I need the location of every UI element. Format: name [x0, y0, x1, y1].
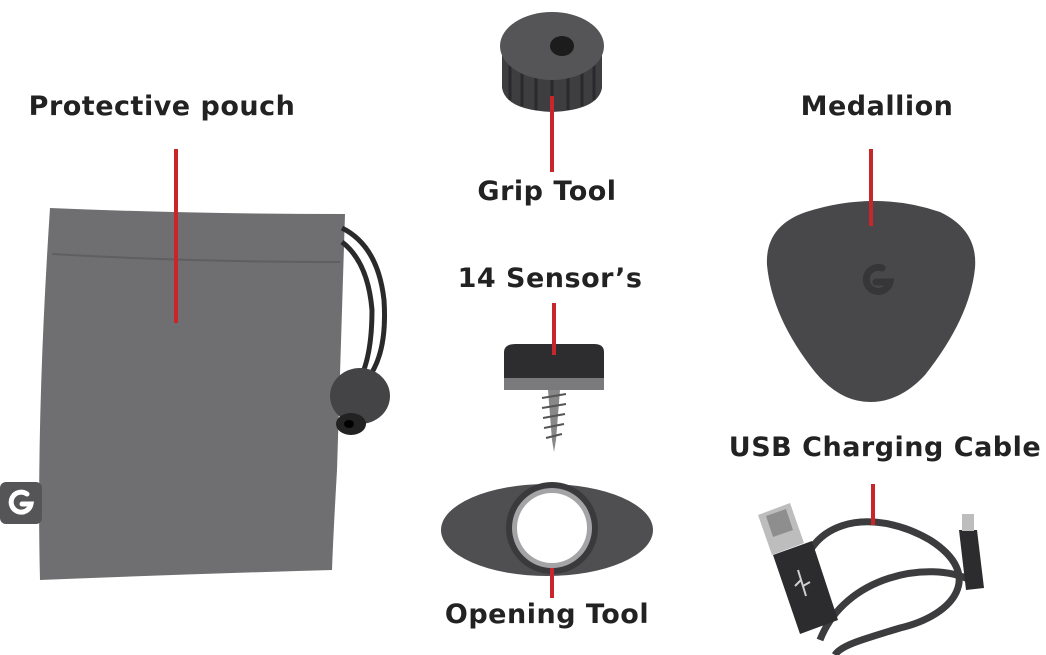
medallion-illustration: [766, 201, 976, 402]
usb-leader-line: [871, 484, 875, 525]
usb-symbol-icon: [794, 569, 811, 597]
opening-leader-line: [550, 568, 554, 598]
protective-pouch-illustration: [39, 208, 390, 580]
pouch-leader-line: [174, 149, 178, 323]
usb-charging-cable-label: USB Charging Cable: [728, 432, 1042, 463]
brand-logo-icon: [0, 482, 42, 524]
sensor-leader-line: [552, 303, 556, 355]
sensors-label: 14 Sensor’s: [457, 263, 643, 294]
grip-tool-label: Grip Tool: [477, 176, 617, 207]
protective-pouch-label: Protective pouch: [28, 91, 296, 122]
usb-cable-illustration: [758, 503, 984, 655]
sensor-illustration: [504, 344, 604, 452]
medallion-leader-line: [869, 149, 873, 226]
medallion-label: Medallion: [800, 91, 954, 122]
grip-tool-illustration: [500, 12, 604, 112]
opening-tool-illustration: [441, 482, 653, 576]
opening-tool-label: Opening Tool: [444, 599, 650, 630]
grip-leader-line: [550, 96, 554, 172]
